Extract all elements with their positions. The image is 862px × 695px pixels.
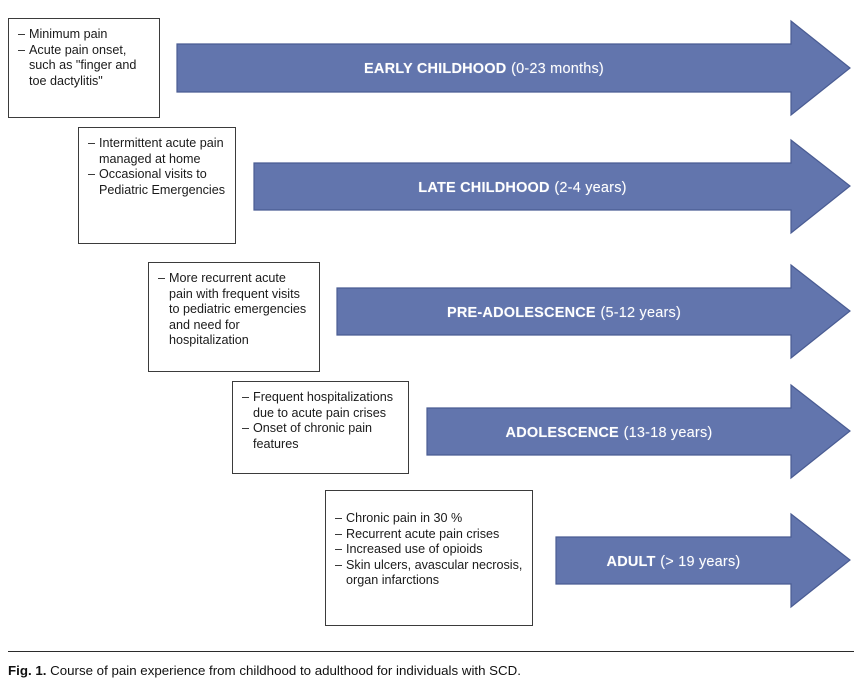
arrow-late-childhood xyxy=(253,138,851,235)
arrow-adolescence xyxy=(426,383,851,480)
caption-divider xyxy=(8,651,854,652)
note-list-pre-adolescence: More recurrent acute pain with frequent … xyxy=(158,271,310,349)
arrow-label-adult: ADULT (> 19 years) xyxy=(556,553,791,571)
figure-number: Fig. 1. xyxy=(8,663,47,678)
note-list-adult: Chronic pain in 30 % Recurrent acute pai… xyxy=(335,511,523,589)
arrow-early-childhood xyxy=(176,19,851,117)
stage-label-adolescence: ADOLESCENCE xyxy=(505,425,619,441)
note-item: Chronic pain in 30 % xyxy=(335,511,523,527)
arrow-label-pre-adolescence: PRE-ADOLESCENCE (5-12 years) xyxy=(337,304,791,322)
arrow-pre-adolescence xyxy=(336,263,851,360)
stage-label-early-childhood: EARLY CHILDHOOD xyxy=(364,61,507,77)
note-box-pre-adolescence: More recurrent acute pain with frequent … xyxy=(148,262,320,372)
note-list-late-childhood: Intermittent acute pain managed at home … xyxy=(88,136,226,198)
note-list-early-childhood: Minimum pain Acute pain onset, such as "… xyxy=(18,27,150,89)
timeline-arrows xyxy=(176,19,851,609)
age-label-early-childhood: (0-23 months) xyxy=(511,61,604,77)
age-label-adolescence: (13-18 years) xyxy=(623,425,713,441)
arrow-label-late-childhood: LATE CHILDHOOD (2-4 years) xyxy=(254,179,791,197)
stage-label-adult: ADULT xyxy=(606,554,656,570)
figure-caption-text: Course of pain experience from childhood… xyxy=(50,663,521,678)
note-box-late-childhood: Intermittent acute pain managed at home … xyxy=(78,127,236,244)
note-item: Frequent hospitalizations due to acute p… xyxy=(242,390,399,421)
note-item: More recurrent acute pain with frequent … xyxy=(158,271,310,349)
arrow-adult xyxy=(555,512,851,609)
stage-label-pre-adolescence: PRE-ADOLESCENCE xyxy=(446,305,596,321)
note-list-adolescence: Frequent hospitalizations due to acute p… xyxy=(242,390,399,452)
figure-caption: Fig. 1. Course of pain experience from c… xyxy=(8,662,854,679)
stage-label-late-childhood: LATE CHILDHOOD xyxy=(418,180,550,196)
age-label-late-childhood: (2-4 years) xyxy=(554,180,627,196)
note-item: Minimum pain xyxy=(18,27,150,43)
note-box-early-childhood: Minimum pain Acute pain onset, such as "… xyxy=(8,18,160,118)
arrow-label-early-childhood: EARLY CHILDHOOD (0-23 months) xyxy=(177,60,791,78)
note-item: Onset of chronic pain features xyxy=(242,421,399,452)
arrow-label-adolescence: ADOLESCENCE (13-18 years) xyxy=(427,424,791,442)
note-item: Occasional visits to Pediatric Emergenci… xyxy=(88,167,226,198)
note-item: Recurrent acute pain crises xyxy=(335,527,523,543)
note-box-adult: Chronic pain in 30 % Recurrent acute pai… xyxy=(325,490,533,626)
age-label-adult: (> 19 years) xyxy=(660,554,741,570)
note-box-adolescence: Frequent hospitalizations due to acute p… xyxy=(232,381,409,474)
age-label-pre-adolescence: (5-12 years) xyxy=(600,305,682,321)
note-item: Intermittent acute pain managed at home xyxy=(88,136,226,167)
note-item: Skin ulcers, avascular necrosis, organ i… xyxy=(335,558,523,589)
note-item: Increased use of opioids xyxy=(335,542,523,558)
note-item: Acute pain onset, such as "finger and to… xyxy=(18,43,150,90)
